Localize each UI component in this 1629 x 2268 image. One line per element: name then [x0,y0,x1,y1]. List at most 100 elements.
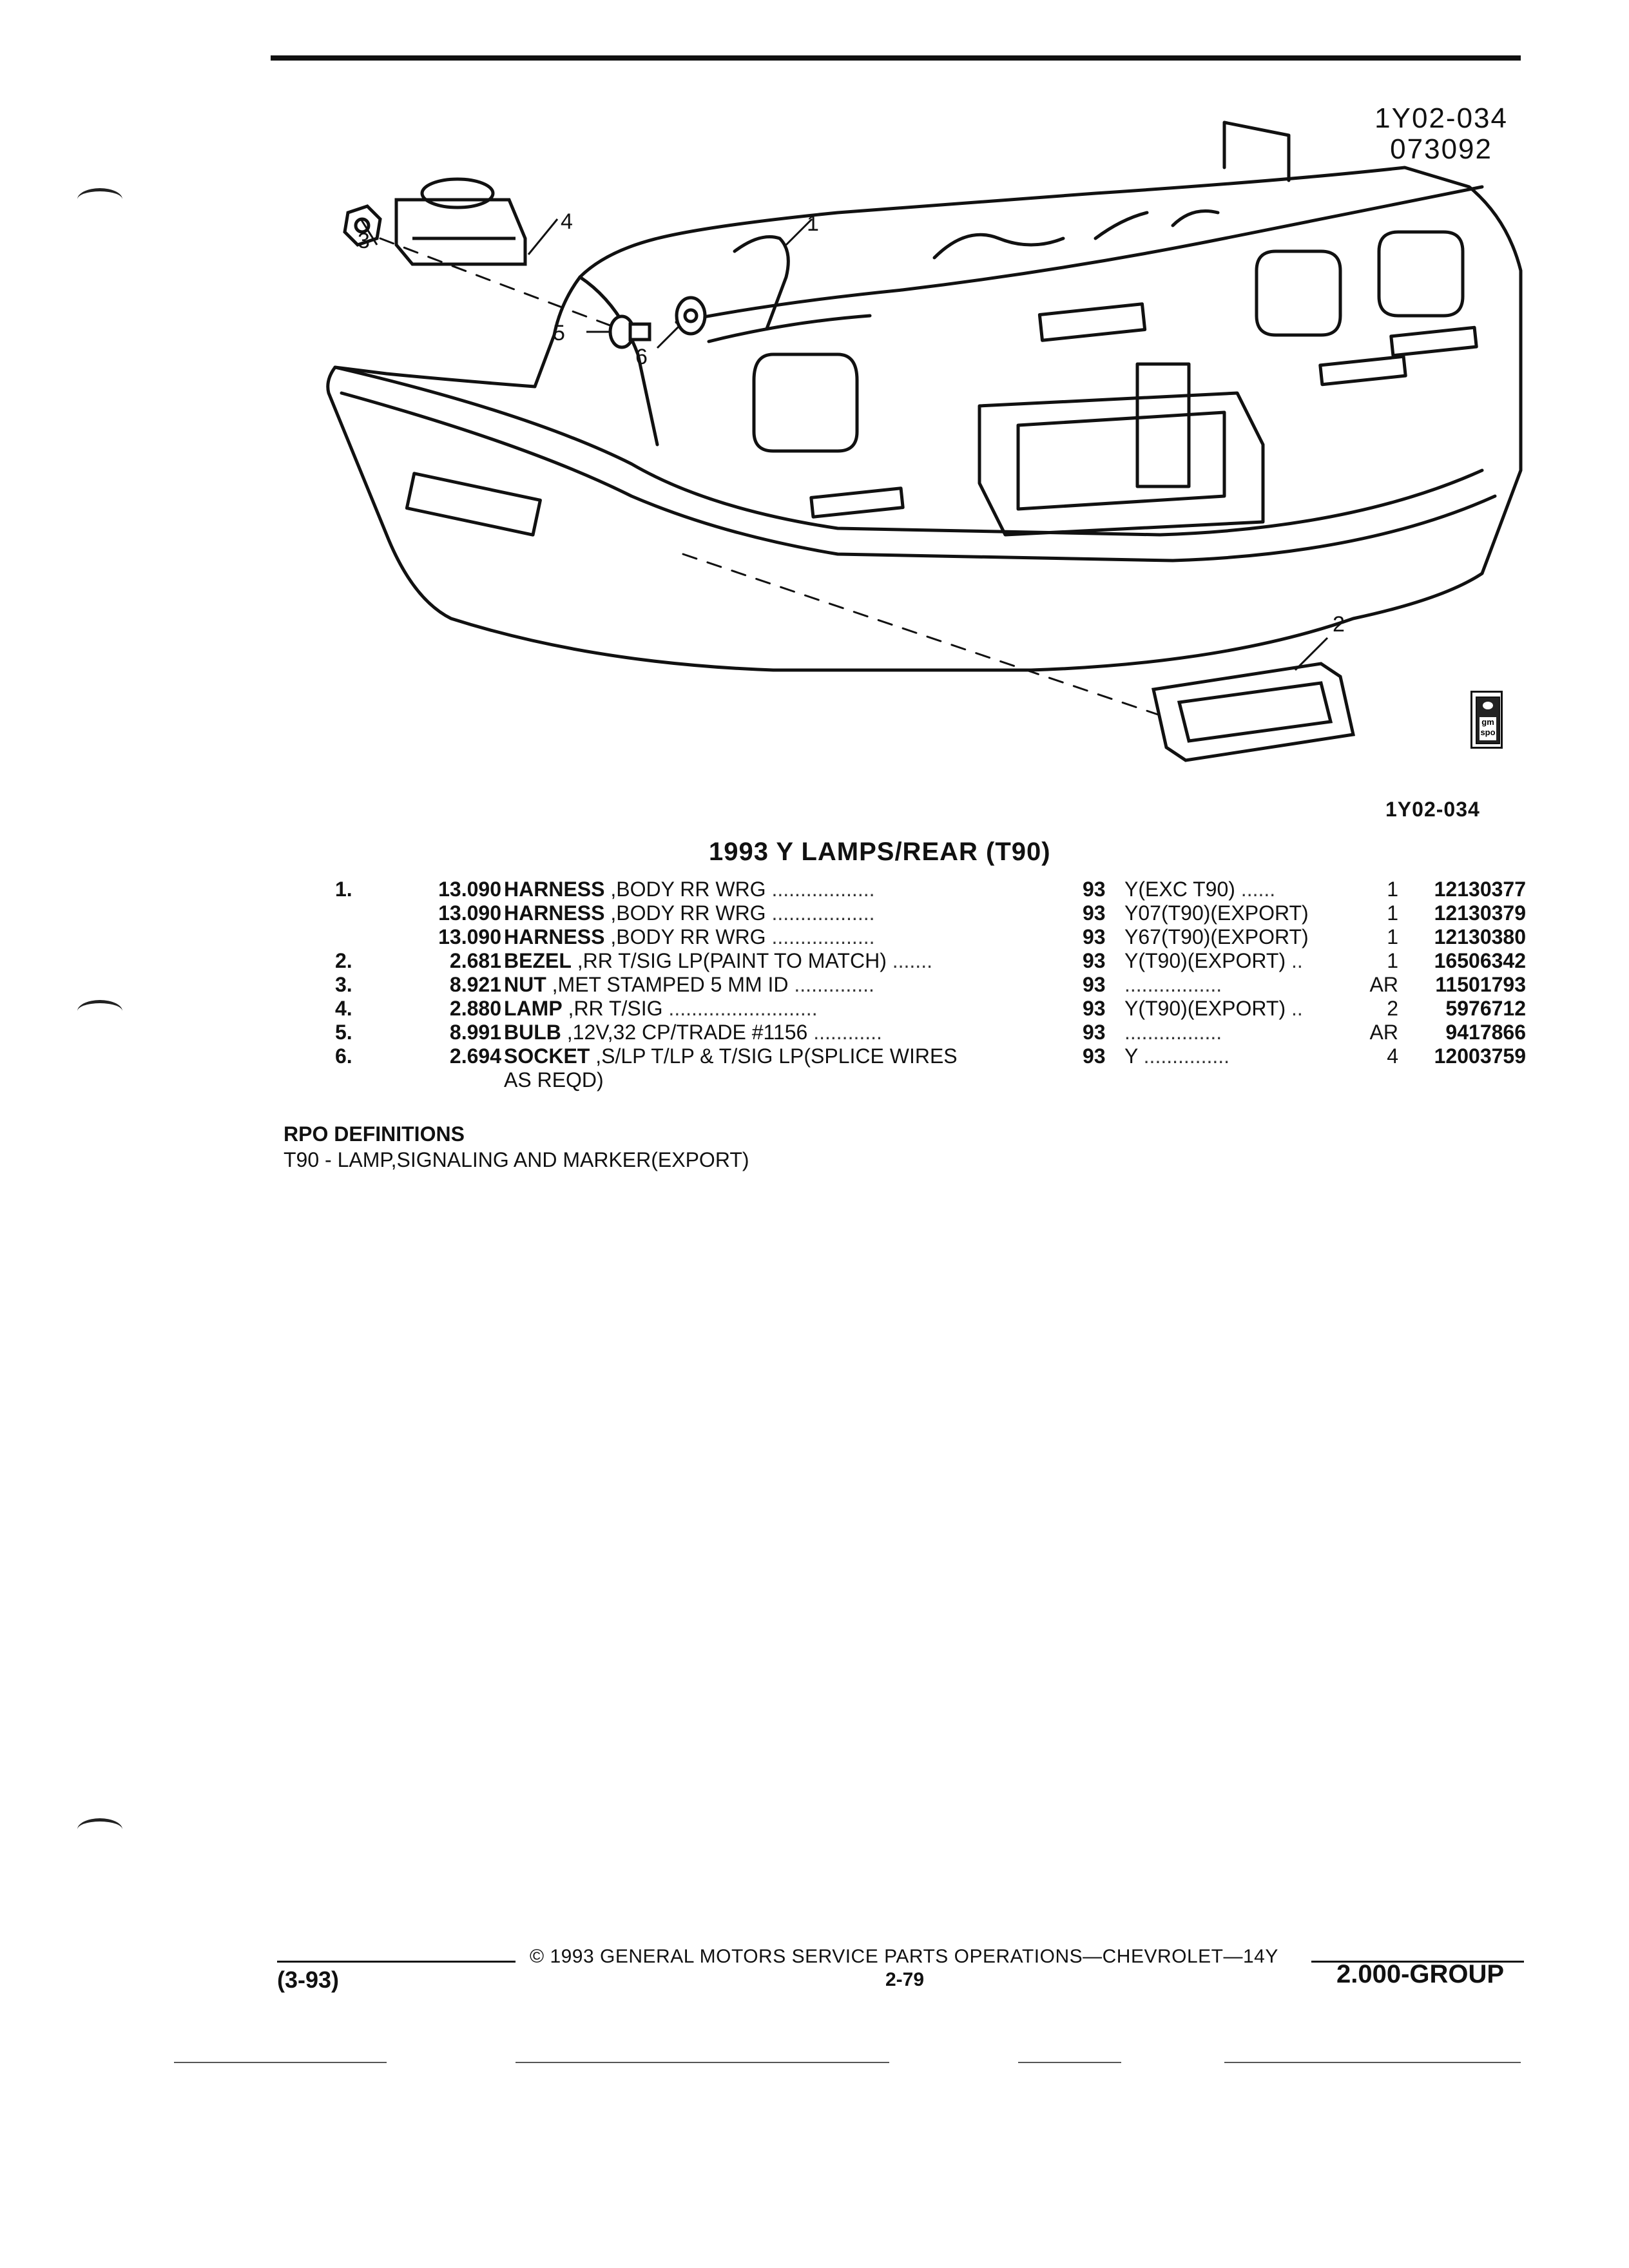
footer-rule [1311,1961,1524,1963]
parts-row-continuation: AS REQD) [335,1068,1547,1092]
part-usage: ................. [1124,973,1222,996]
part-detail: ,BODY RR WRG [610,925,766,948]
part-qty: 1 [1387,878,1398,901]
part-usage: ................. [1124,1021,1222,1044]
part-index: 2. [335,949,352,972]
part-description: HARNESS ,BODY RR WRG .................. [504,901,875,925]
part-qty: 1 [1387,901,1398,925]
part-name: LAMP [504,997,563,1020]
part-detail: ,S/LP T/LP & T/SIG LP(SPLICE WIRES [595,1044,958,1068]
part-usage: Y67(T90)(EXPORT) [1124,925,1309,948]
lamp-assembly [394,177,527,266]
part-year: 93 [1083,1044,1106,1068]
part-detail: ,BODY RR WRG [610,901,766,925]
section-title: 1993 Y LAMPS/REAR (T90) [709,838,1051,866]
callout-1: 1 [807,211,819,236]
part-group: 2.880 [449,997,501,1020]
part-qty: 1 [1387,949,1398,972]
part-name: SOCKET [504,1044,590,1068]
leader-line [682,553,1161,716]
parts-row: 13.090 HARNESS ,BODY RR WRG ............… [335,925,1547,949]
scan-artifact-line [516,2062,889,2063]
margin-mark [77,188,122,211]
part-group: 8.991 [449,1021,501,1044]
part-usage: Y(T90)(EXPORT) .. [1124,997,1303,1020]
part-name: HARNESS [504,878,605,901]
part-group: 8.921 [449,973,501,996]
part-group: 2.681 [449,949,501,972]
gm-spo-badge: gm spo [1470,691,1503,749]
license-pocket [978,391,1265,537]
parts-row: 6. 2.694 SOCKET ,S/LP T/LP & T/SIG LP(SP… [335,1044,1547,1068]
parts-row: 2. 2.681 BEZEL ,RR T/SIG LP(PAINT TO MAT… [335,949,1547,973]
footer-date: (3-93) [277,1966,340,1993]
part-year: 93 [1083,949,1106,972]
rpo-definition: T90 - LAMP,SIGNALING AND MARKER(EXPORT) [284,1148,749,1171]
part-index: 1. [335,878,352,901]
part-description-continued: AS REQD) [504,1068,604,1091]
margin-mark [77,1818,122,1841]
part-group: 2.694 [449,1044,501,1068]
footer-rule [277,1961,516,1963]
parts-list: 1. 13.090 HARNESS ,BODY RR WRG .........… [335,878,1547,1092]
part-description: HARNESS ,BODY RR WRG .................. [504,925,875,948]
part-index: 5. [335,1021,352,1044]
part-description: HARNESS ,BODY RR WRG .................. [504,878,875,901]
part-qty: 1 [1387,925,1398,948]
part-number: 12003759 [1434,1044,1526,1068]
bezel-part [1151,662,1356,762]
part-detail: ,RR T/SIG [568,997,663,1020]
part-detail: ,RR T/SIG LP(PAINT TO MATCH) [577,949,887,972]
part-year: 93 [1083,997,1106,1020]
part-detail: ,BODY RR WRG [610,878,766,901]
figure-id-line2: 073092 [1390,133,1492,165]
part-qty: AR [1369,973,1398,996]
part-group: 13.090 [438,925,501,948]
footer-copyright: © 1993 GENERAL MOTORS SERVICE PARTS OPER… [530,1946,1278,1967]
part-name: HARNESS [504,901,605,925]
callout-2: 2 [1333,612,1345,637]
part-description: NUT ,MET STAMPED 5 MM ID .............. [504,973,874,996]
part-number: 9417866 [1445,1021,1526,1044]
part-qty: 2 [1387,997,1398,1020]
part-number: 5976712 [1445,997,1526,1020]
part-usage: Y(T90)(EXPORT) .. [1124,949,1303,972]
scan-artifact-line [1018,2062,1121,2063]
part-year: 93 [1083,973,1106,996]
rear-lamps-diagram: 1 2 3 4 5 6 [326,120,1523,762]
callout-6: 6 [635,345,648,369]
part-name: BEZEL [504,949,572,972]
parts-row: 4. 2.880 LAMP ,RR T/SIG ................… [335,997,1547,1021]
bulb-part [608,314,651,349]
parts-row: 3. 8.921 NUT ,MET STAMPED 5 MM ID ......… [335,973,1547,997]
gm-spo-badge-text: gm spo [1480,717,1496,740]
part-group: 13.090 [438,901,501,925]
part-index: 4. [335,997,352,1020]
part-number: 12130377 [1434,878,1526,901]
part-description: LAMP ,RR T/SIG .........................… [504,997,818,1020]
page-number: 2-79 [885,1969,925,1990]
callout-3: 3 [358,229,370,253]
part-detail: ,12V,32 CP/TRADE #1156 [566,1021,808,1044]
part-year: 93 [1083,901,1106,925]
scan-artifact-line [1224,2062,1521,2063]
part-detail: ,MET STAMPED 5 MM ID [552,973,789,996]
part-year: 93 [1083,878,1106,901]
figure-id-line1: 1Y02-034 [1374,102,1508,134]
part-usage: Y ............... [1124,1044,1230,1068]
part-index: 3. [335,973,352,996]
part-group: 13.090 [438,878,501,901]
part-number: 16506342 [1434,949,1526,972]
part-description: SOCKET ,S/LP T/LP & T/SIG LP(SPLICE WIRE… [504,1044,1358,1068]
part-usage: Y07(T90)(EXPORT) [1124,901,1309,925]
part-usage: Y(EXC T90) ...... [1124,878,1276,901]
callout-5: 5 [553,321,565,345]
top-rule [271,55,1521,61]
parts-row: 1. 13.090 HARNESS ,BODY RR WRG .........… [335,878,1547,901]
footer-group: 2.000-GROUP [1336,1960,1505,1988]
part-number: 12130379 [1434,901,1526,925]
part-year: 93 [1083,925,1106,948]
socket-part [675,296,707,336]
callout-4: 4 [561,209,573,234]
wiring-harness [675,185,1484,324]
